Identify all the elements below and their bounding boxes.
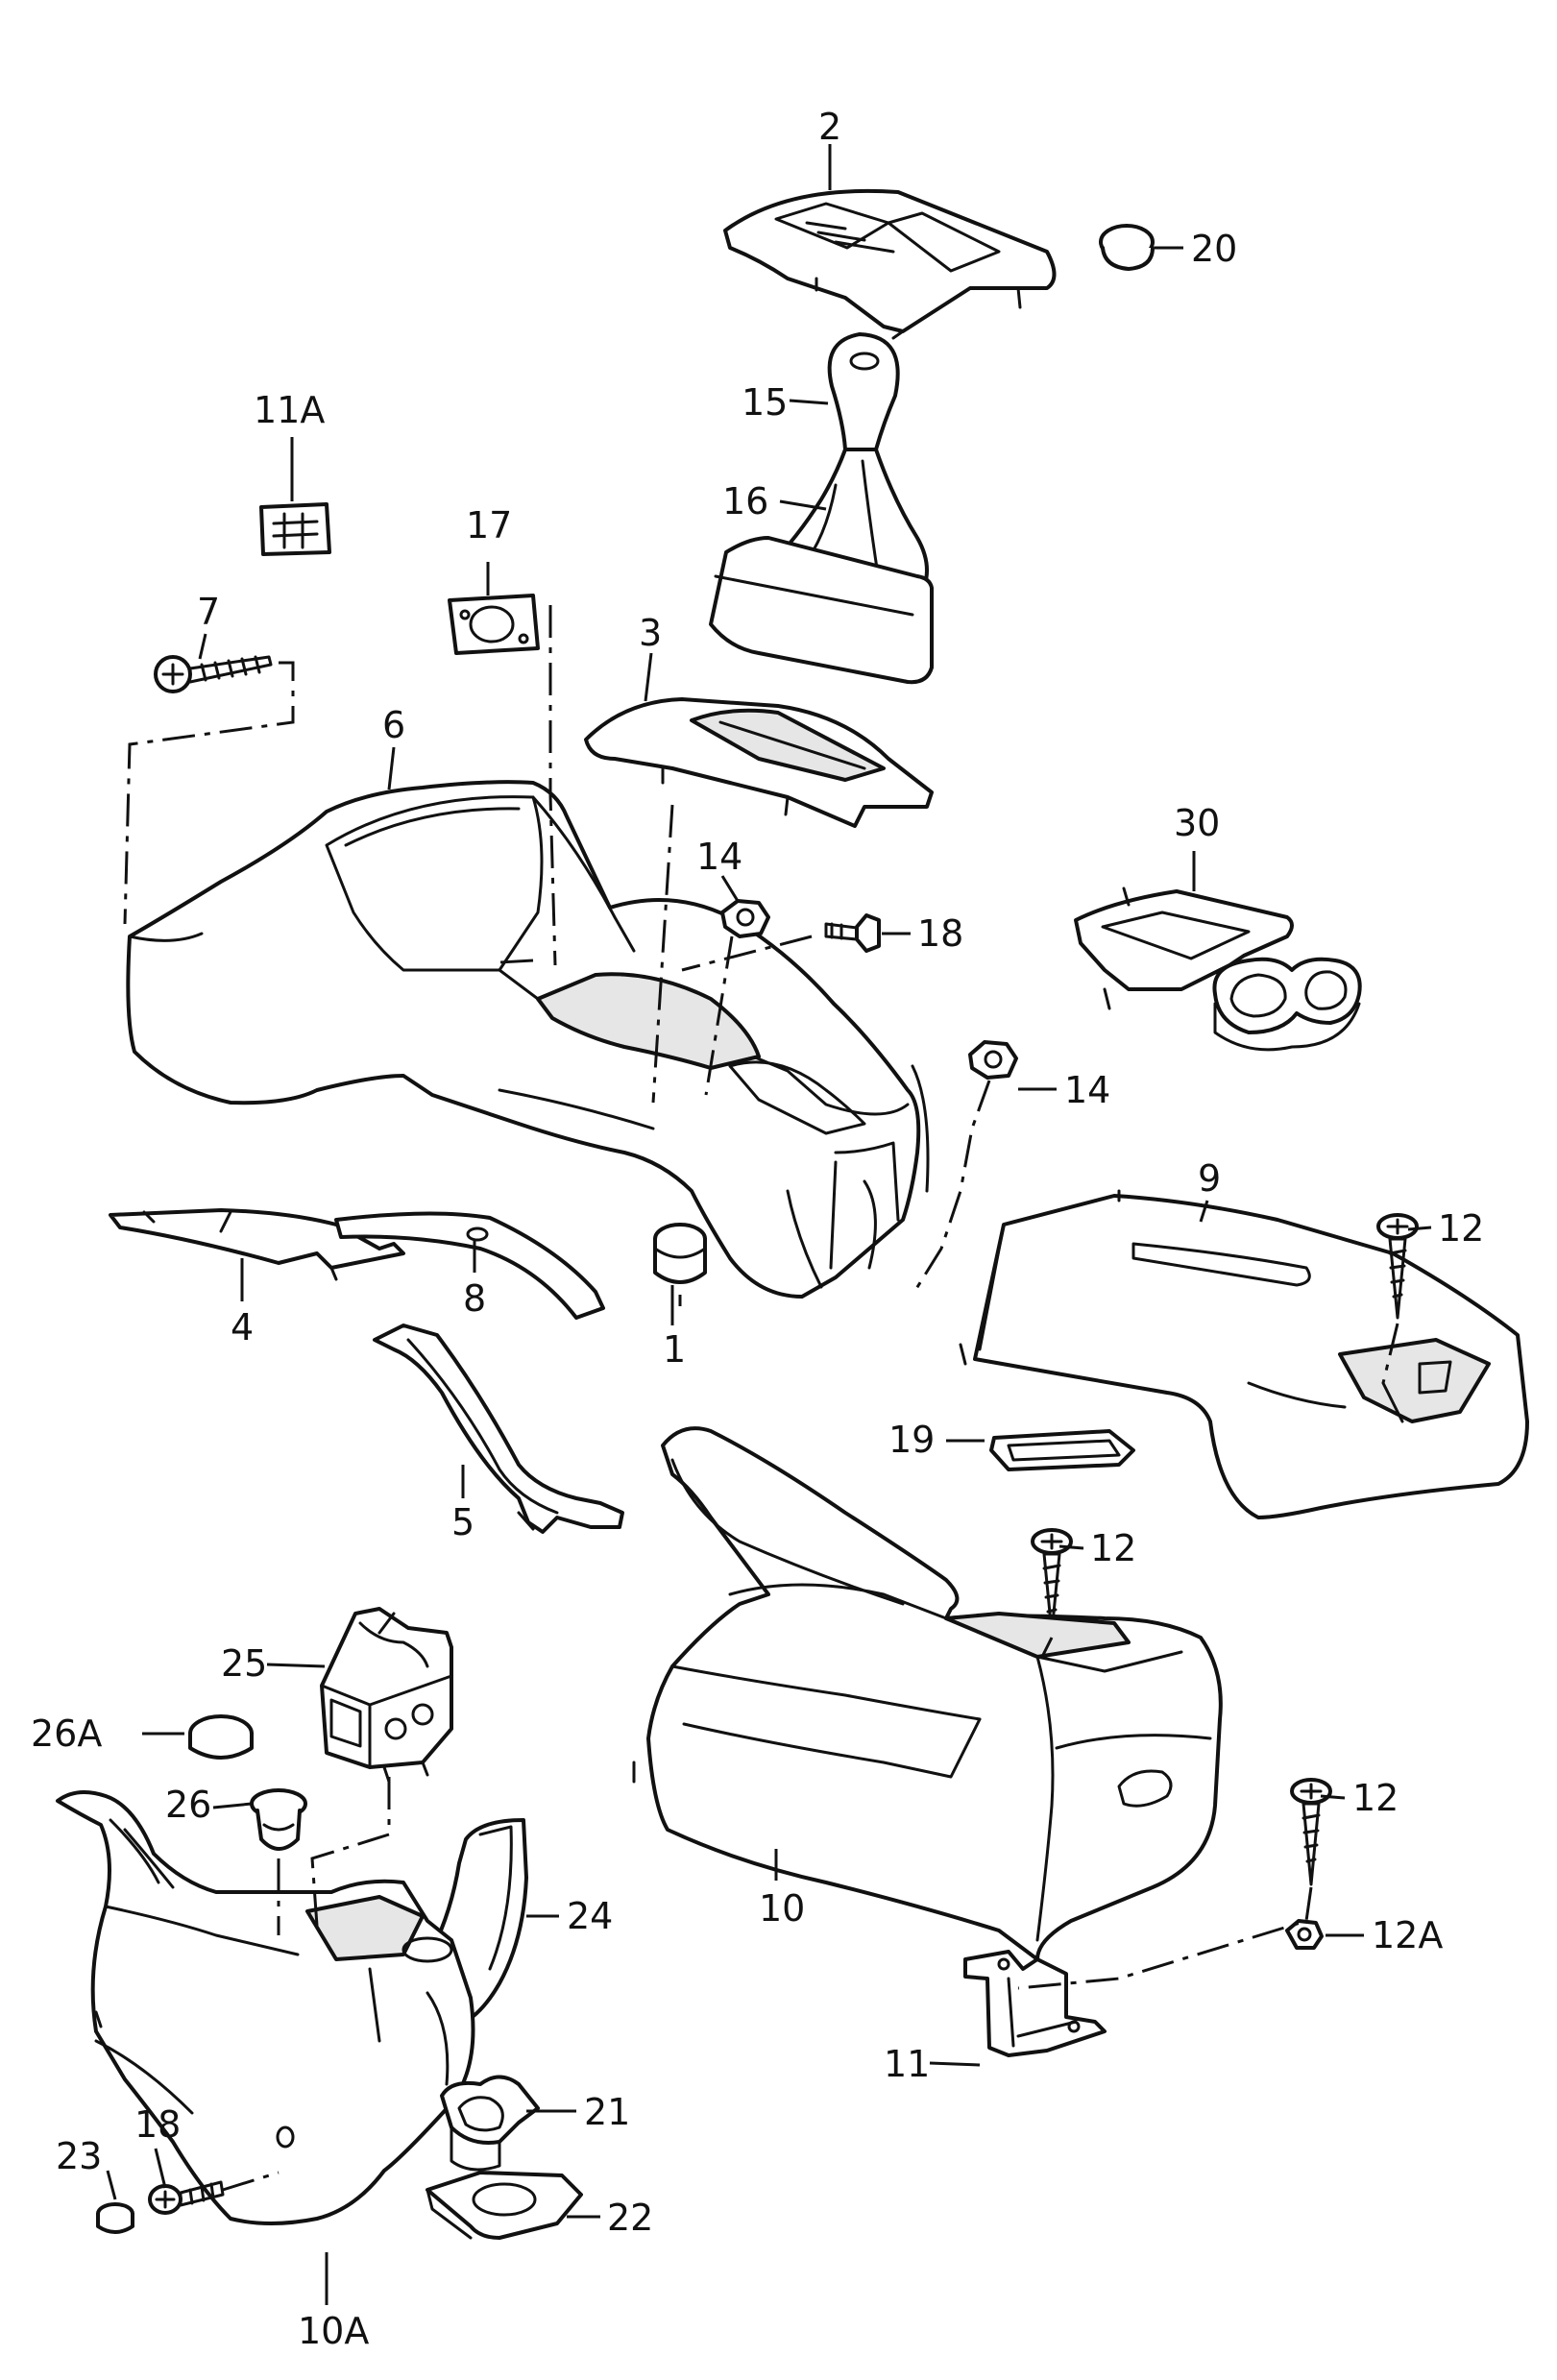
part-handbrake-console	[632, 1426, 1223, 1961]
part-shift-knob	[827, 332, 900, 451]
part-cupholder-insert	[1074, 886, 1362, 1052]
callout-11: 11	[884, 2043, 930, 2085]
callout-26A: 26A	[31, 1712, 102, 1755]
part-cap-small	[96, 2202, 134, 2234]
part-clip-strip	[259, 502, 331, 556]
callout-14a: 14	[696, 836, 742, 878]
part-spring-nut	[720, 899, 1018, 1080]
callout-18a: 18	[917, 912, 963, 955]
part-rear-console-alt	[56, 1790, 475, 2225]
part-support-bracket	[373, 1324, 624, 1534]
part-rear-console-cover	[959, 1189, 1529, 1519]
callout-26: 26	[165, 1784, 211, 1826]
callout-11A: 11A	[254, 389, 325, 431]
leader-lines	[106, 144, 1432, 2305]
callout-2: 2	[818, 106, 841, 148]
callout-8: 8	[463, 1277, 486, 1320]
part-screw-short	[824, 913, 881, 953]
part-grommet	[653, 1223, 707, 1284]
part-shift-frame	[584, 697, 934, 828]
callout-5: 5	[451, 1501, 474, 1543]
part-shift-trim-cover	[723, 188, 1057, 340]
part-gasket-plate	[448, 594, 540, 655]
callout-12A: 12A	[1372, 1914, 1443, 1956]
part-nut	[1285, 1919, 1324, 1950]
callout-9: 9	[1198, 1157, 1221, 1200]
callout-3: 3	[639, 612, 662, 654]
part-mount-bracket	[963, 1950, 1107, 2057]
callout-24: 24	[567, 1895, 613, 1937]
part-plug	[250, 1788, 307, 1851]
part-cap-round	[188, 1714, 254, 1760]
callout-12b: 12	[1090, 1527, 1136, 1569]
callout-12a: 12	[1438, 1207, 1484, 1250]
part-bracket-left	[109, 1208, 405, 1281]
part-screw-rear	[148, 2180, 225, 2215]
part-cup-holder-ring	[440, 2075, 540, 2172]
callout-labels: 2 20 15 16 11A 17 7 3 6 30 14 18 14 9 12…	[31, 106, 1484, 2352]
callout-15: 15	[742, 381, 788, 424]
callout-30: 30	[1174, 802, 1220, 844]
part-cap	[1099, 224, 1155, 271]
assembly-lines	[123, 605, 1399, 2192]
callout-7: 7	[197, 591, 220, 633]
part-trim-strip	[334, 1211, 605, 1320]
callout-1: 1	[663, 1328, 686, 1371]
callout-10A: 10A	[298, 2310, 369, 2352]
part-center-console	[126, 780, 930, 1299]
callout-18b: 18	[134, 2103, 181, 2146]
part-switch-housing	[320, 1607, 453, 1784]
callout-4: 4	[231, 1306, 254, 1348]
part-screw	[154, 655, 273, 693]
part-tray	[426, 2171, 583, 2240]
callout-22: 22	[607, 2197, 653, 2239]
callout-20: 20	[1191, 228, 1237, 270]
callout-10: 10	[759, 1887, 805, 1930]
callout-16: 16	[722, 480, 768, 522]
callout-23: 23	[56, 2135, 102, 2177]
callout-19: 19	[888, 1419, 935, 1461]
part-pad	[989, 1429, 1135, 1471]
callout-21: 21	[584, 2091, 630, 2133]
callout-17: 17	[466, 504, 512, 546]
callout-14b: 14	[1064, 1069, 1110, 1111]
callout-6: 6	[382, 704, 405, 746]
callout-25: 25	[221, 1642, 267, 1685]
callout-12c: 12	[1352, 1777, 1399, 1819]
part-shift-boot	[709, 448, 934, 685]
